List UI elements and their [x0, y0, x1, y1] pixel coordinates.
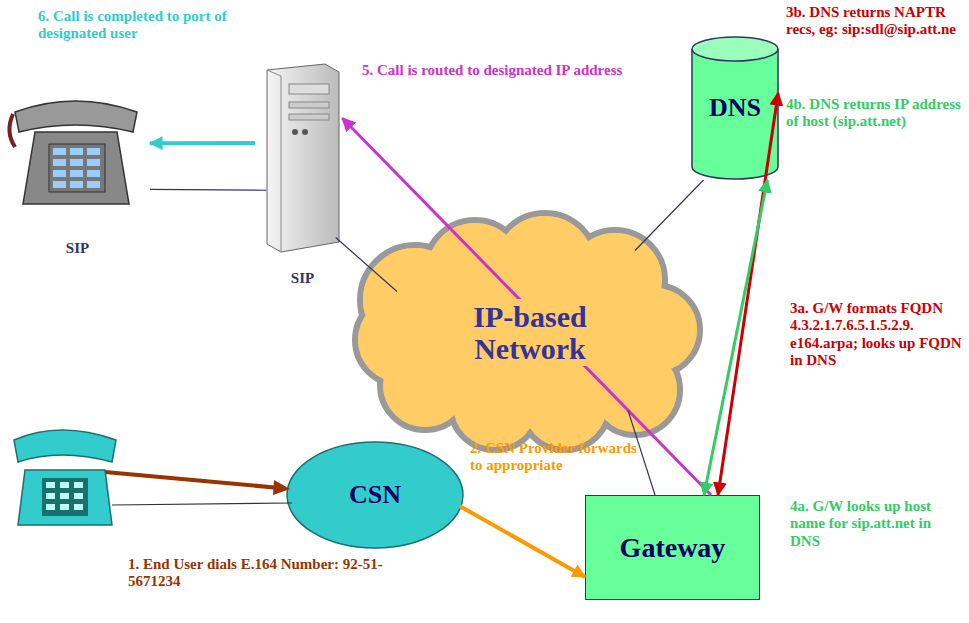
- step-note: 3a. G/W formats FQDN 4.3.2.1.7.6.5.1.5.2…: [790, 300, 964, 369]
- step-note: 6. Call is completed to port of designat…: [38, 8, 283, 43]
- step-note: 2. CSN Provider forwards to appropriate: [470, 440, 645, 475]
- caller-phone: [14, 430, 116, 525]
- step-note: 1. End User dials E.164 Number: 92-51-56…: [128, 556, 393, 591]
- csn-ellipse: CSN: [285, 440, 465, 550]
- sip-server-outline: [255, 62, 350, 287]
- node-label: Gateway: [620, 533, 726, 562]
- link-line: [150, 189, 266, 191]
- step-note: 4b. DNS returns IP address of host (sip.…: [786, 96, 964, 131]
- sip-phone-outline: [5, 92, 150, 257]
- node-label: SIP: [66, 241, 89, 257]
- phone-wire: [112, 503, 292, 505]
- gateway-box: Gateway: [585, 495, 760, 600]
- dial-arrow: [105, 472, 280, 488]
- node-label: CSN: [349, 481, 401, 508]
- node-label: IP-based Network: [424, 299, 636, 366]
- flow-arrow: [150, 141, 255, 145]
- flow-arrow: [342, 118, 711, 495]
- sip-server: SIP: [255, 62, 350, 287]
- node-label: SIP: [291, 271, 314, 287]
- sip-phone: SIP: [5, 92, 150, 257]
- network-cloud: IP-based Network: [355, 230, 705, 435]
- flow-arrow: [704, 180, 767, 495]
- step-note: 4a. G/W looks up host name for sip.att.n…: [790, 498, 964, 550]
- dns-cylinder: DNS: [690, 35, 780, 180]
- flow-arrow: [460, 506, 585, 577]
- step-note: 3b. DNS returns NAPTR recs, eg: sip:sdl@…: [786, 4, 964, 39]
- node-label: DNS: [709, 94, 761, 121]
- step-note: 5. Call is routed to designated IP addre…: [362, 62, 637, 79]
